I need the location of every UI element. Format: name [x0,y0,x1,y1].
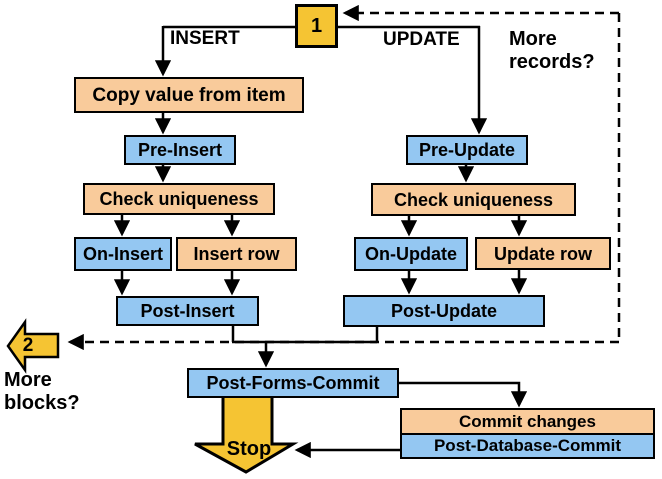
page-connector-1: 1 [295,4,338,48]
node-commit-group: Commit changes Post-Database-Commit [400,408,655,459]
more-blocks-label: More blocks? [4,369,80,414]
node-on-insert: On-Insert [74,237,172,271]
node-copy-value-from-item: Copy value from item [74,77,304,113]
stop-label: Stop [226,438,272,460]
node-commit-changes: Commit changes [402,410,653,435]
node-update-row: Update row [475,237,611,270]
node-post-forms-commit: Post-Forms-Commit [187,368,399,398]
node-pre-insert: Pre-Insert [124,135,236,165]
node-on-update: On-Update [354,237,468,271]
node-post-update: Post-Update [343,295,545,327]
node-post-database-commit: Post-Database-Commit [402,434,653,457]
node-pre-update: Pre-Update [406,135,528,165]
node-post-insert: Post-Insert [116,296,259,326]
node-insert-row: Insert row [176,237,297,271]
stop-arrow-icon [194,393,299,474]
more-blocks-arrow-icon [6,318,60,374]
node-check-uniqueness-insert: Check uniqueness [83,183,275,215]
insert-branch-label: INSERT [170,28,240,49]
page-connector-2-label: 2 [22,335,34,356]
node-check-uniqueness-update: Check uniqueness [371,183,576,216]
more-records-label: More records? [509,28,595,73]
flow-lines [113,25,528,459]
update-branch-label: UPDATE [383,29,460,50]
